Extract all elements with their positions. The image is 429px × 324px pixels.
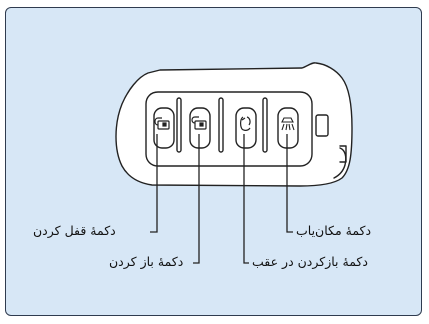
side-slot [315,114,329,137]
separator [176,97,182,153]
separator [262,97,268,153]
locator-button [277,107,299,149]
lock-button-label: دکمهٔ قفل کردن [33,223,116,238]
lock-icon [154,117,170,130]
leader-line-trunk [243,134,249,264]
locator-button-label: دکمهٔ مکان‌یاب [296,223,372,238]
locator-icon [281,117,295,131]
leader-line-unlock [193,134,200,264]
unlock-button-label: دکمهٔ باز کردن [109,254,184,269]
trunk-button [235,107,257,149]
leader-line-locator [286,134,293,233]
unlock-icon [191,116,207,130]
leader-line-lock [150,134,158,233]
button-panel [145,91,313,167]
trunk-button-label: دکمهٔ بازکردن در عقب [252,254,368,269]
unlock-button [189,107,211,149]
separator [218,97,224,153]
trunk-icon [240,116,251,131]
